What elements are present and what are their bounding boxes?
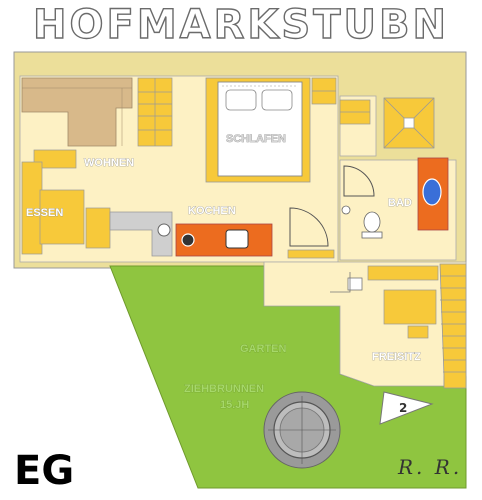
room-label-ziehbrunnen: ZIEHBRUNNEN	[184, 383, 264, 395]
direction-marker	[379, 391, 434, 425]
skylight	[383, 97, 435, 149]
pillow-left	[225, 89, 257, 111]
well	[263, 391, 341, 469]
freisitz-chair	[407, 325, 429, 339]
floor-label: EG	[14, 448, 75, 494]
shelf-top-right	[311, 77, 371, 125]
freisitz-bench	[367, 265, 439, 281]
entrance-steps	[287, 249, 335, 259]
kitchen-sink	[225, 229, 249, 249]
terrace-door-swing	[330, 272, 351, 293]
plan-title: HOFMARKSTUBN	[32, 1, 449, 48]
terrace-stairs	[439, 263, 467, 389]
bath-lamp	[341, 205, 351, 215]
signature: R. R.	[398, 455, 463, 479]
room-label-essen: ESSEN	[26, 207, 63, 219]
stove-burner	[157, 223, 171, 237]
dining-chair	[85, 207, 111, 249]
freisitz-table	[383, 289, 437, 325]
bath-sink	[422, 178, 442, 206]
direction-marker-label: 2	[399, 401, 407, 415]
coffee-table	[33, 149, 77, 169]
room-label-freisitz: FREISITZ	[372, 351, 421, 363]
kitchen-corner	[109, 211, 173, 257]
dining-table	[39, 189, 85, 245]
room-label-ziehbrunnen-year: 15.JH	[220, 399, 249, 411]
room-label-schlafen: SCHLAFEN	[226, 133, 286, 145]
wardrobe	[137, 77, 173, 147]
pillow-right	[261, 89, 293, 111]
entrance-post	[347, 277, 363, 291]
room-label-garten: GARTEN	[240, 343, 287, 355]
kitchen-counter	[175, 223, 273, 257]
bath-door-swing	[343, 165, 375, 197]
room-label-wohnen: WOHNEN	[84, 157, 134, 169]
hall-door-swing	[289, 207, 329, 247]
toilet-tank	[361, 231, 383, 239]
room-label-kochen: KOCHEN	[188, 205, 236, 217]
room-label-bad: BAD	[388, 197, 412, 209]
toilet-bowl	[363, 211, 381, 233]
hob	[181, 233, 195, 247]
